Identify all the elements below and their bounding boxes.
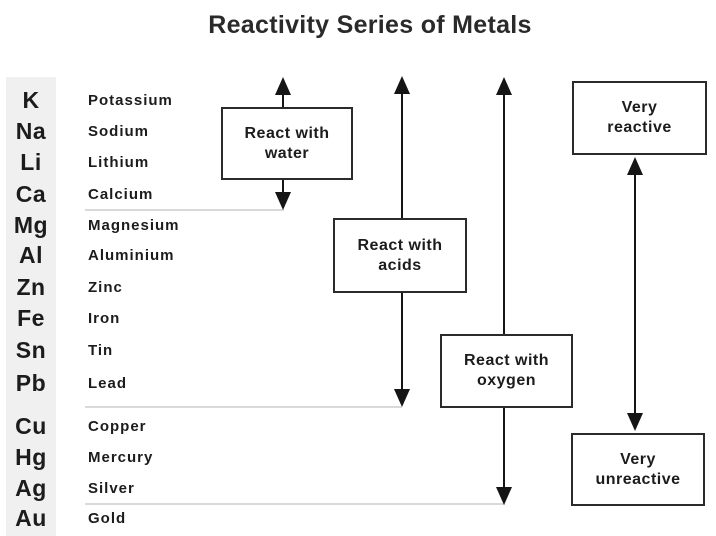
element-symbol: Al [19,242,43,268]
element-row: Mg Magnesium [0,213,220,237]
element-row: Li Lithium [0,150,220,174]
element-row: Fe Iron [0,306,220,330]
element-row: Pb Lead [0,371,220,395]
element-symbol: Ag [15,475,47,501]
react-with-oxygen-box: React with oxygen [440,334,573,408]
element-name: Iron [88,310,121,327]
very-unreactive-box: Very unreactive [571,433,705,506]
very-unreactive-label: Very unreactive [595,450,681,488]
page-title: Reactivity Series of Metals [208,11,532,39]
element-row: Ca Calcium [0,182,220,206]
element-symbol: Pb [15,370,47,396]
separator-after-calcium [85,209,284,211]
element-symbol: Zn [16,274,46,300]
element-symbol: Li [20,149,42,175]
react-with-acids-label: React with acids [357,236,443,274]
element-name: Mercury [88,449,154,466]
symbol-column-background [6,77,56,536]
react-with-acids-box: React with acids [333,218,467,293]
element-row: Na Sodium [0,119,220,143]
element-name: Aluminium [88,247,175,264]
element-symbol: Hg [15,444,47,470]
element-symbol: K [22,87,40,113]
element-name: Silver [88,480,135,497]
react-with-oxygen-label: React with oxygen [463,352,549,389]
element-row: Sn Tin [0,338,220,362]
arrowhead-down-icon [394,389,410,407]
element-name: Lead [88,375,128,392]
arrowhead-down-icon [275,192,291,210]
arrow-line [634,168,636,420]
element-name: Lithium [88,154,150,171]
element-symbol: Mg [13,212,49,238]
element-name: Potassium [88,92,173,109]
element-name: Magnesium [88,217,180,234]
very-reactive-label: Very reactive [607,99,672,136]
element-row: K Potassium [0,88,220,112]
very-reactive-box: Very reactive [572,81,707,155]
arrowhead-up-icon [627,157,643,175]
react-with-water-box: React with water [221,107,353,180]
element-row: Cu Copper [0,414,220,438]
element-name: Tin [88,342,114,359]
element-row: Al Aluminium [0,243,220,267]
element-name: Copper [88,418,147,435]
element-name: Calcium [88,186,154,203]
element-row: Zn Zinc [0,275,220,299]
element-symbol: Ca [15,181,47,207]
arrowhead-down-icon [627,413,643,431]
arrow-line [503,90,505,492]
element-row: Ag Silver [0,476,220,500]
element-symbol: Au [15,505,47,531]
element-name: Gold [88,510,127,527]
element-row: Hg Mercury [0,445,220,469]
element-symbol: Cu [15,413,47,439]
element-symbol: Fe [17,305,45,331]
react-with-water-label: React with water [244,124,330,162]
arrowhead-up-icon [496,77,512,95]
separator-after-lead [85,406,402,408]
element-name: Zinc [88,279,123,296]
element-row: Au Gold [0,506,220,530]
separator-after-silver [85,503,505,505]
arrowhead-down-icon [496,487,512,505]
arrowhead-up-icon [394,76,410,94]
element-name: Sodium [88,123,149,140]
element-symbol: Na [15,118,47,144]
element-symbol: Sn [15,337,47,363]
arrowhead-up-icon [275,77,291,95]
